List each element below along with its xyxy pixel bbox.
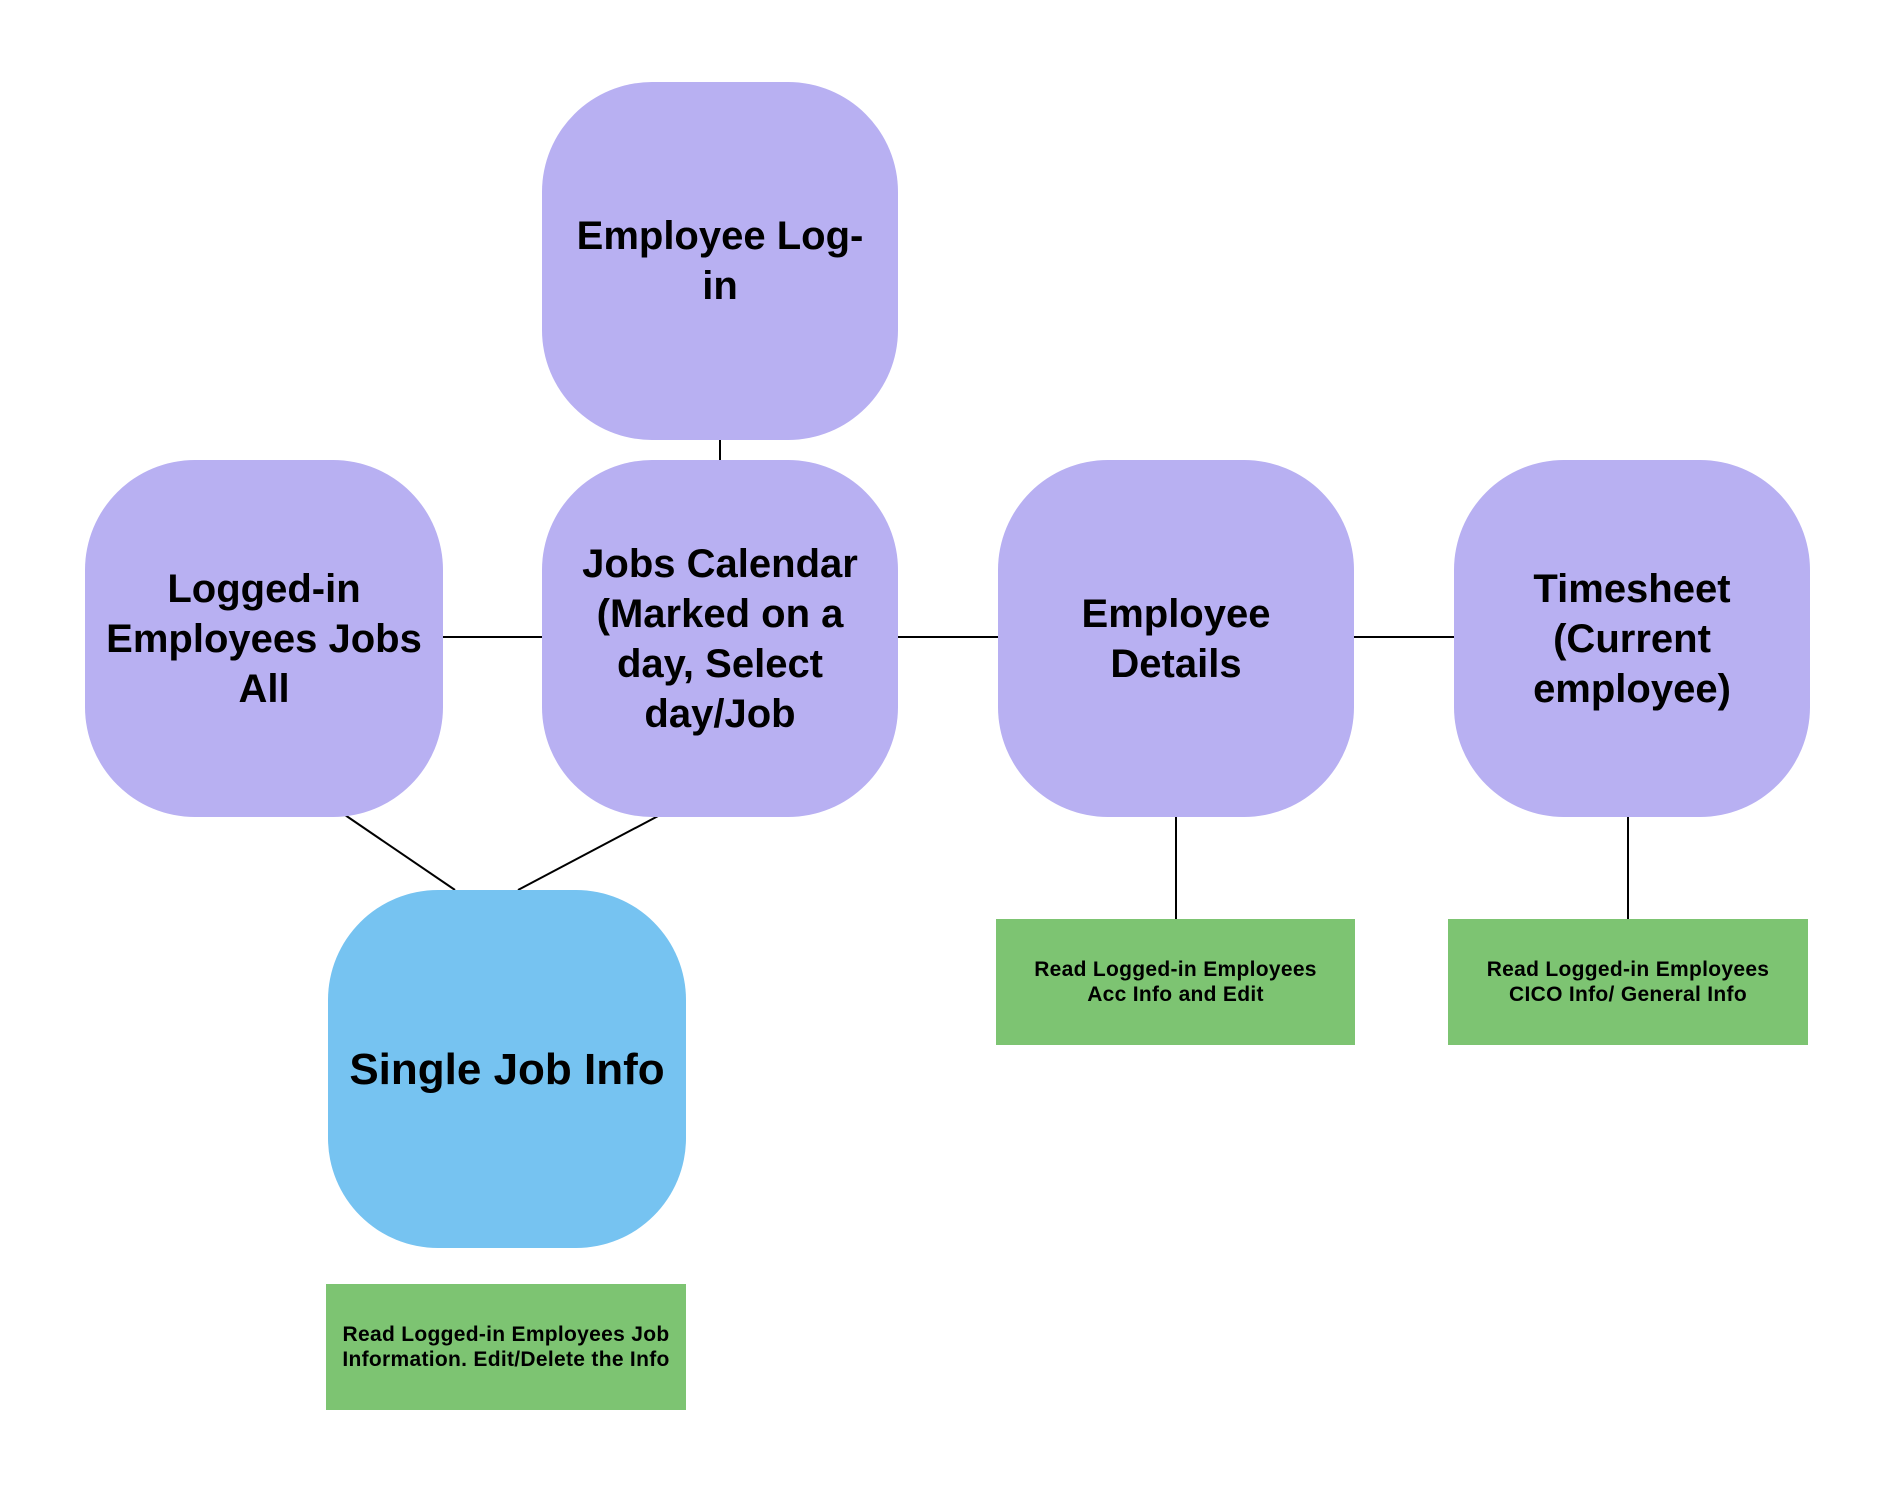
jobs-all-node: Logged-in Employees Jobs All [85, 460, 443, 817]
employee-login-label: Employee Log-in [576, 214, 864, 308]
timesheet-note: Read Logged-in Employees CICO Info/ Gene… [1448, 919, 1808, 1045]
single-job-info-note: Read Logged-in Employees Job Information… [326, 1284, 686, 1410]
single-job-info-node: Single Job Info [328, 890, 686, 1248]
timesheet-label: Timesheet (Current employee) [1533, 566, 1731, 711]
employee-details-label: Employee Details [1081, 591, 1271, 686]
connector-jobsall-singlejob [344, 814, 456, 891]
timesheet-node: Timesheet (Current employee) [1454, 460, 1810, 817]
connector-calendar-singlejob [517, 814, 661, 891]
jobs-calendar-label: Jobs Calendar (Marked on a day, Select d… [582, 541, 858, 736]
timesheet-note-text: Read Logged-in Employees CICO Info/ Gene… [1486, 957, 1770, 1006]
employee-login-node: Employee Log-in [542, 82, 898, 440]
jobs-calendar-node: Jobs Calendar (Marked on a day, Select d… [542, 460, 898, 817]
employee-details-node: Employee Details [998, 460, 1354, 817]
employee-details-note-text: Read Logged-in Employees Acc Info and Ed… [1034, 957, 1317, 1006]
jobs-all-label: Logged-in Employees Jobs All [106, 566, 422, 711]
single-job-info-label: Single Job Info [349, 1044, 665, 1094]
employee-details-note: Read Logged-in Employees Acc Info and Ed… [996, 919, 1355, 1045]
single-job-info-note-text: Read Logged-in Employees Job Information… [342, 1322, 670, 1371]
